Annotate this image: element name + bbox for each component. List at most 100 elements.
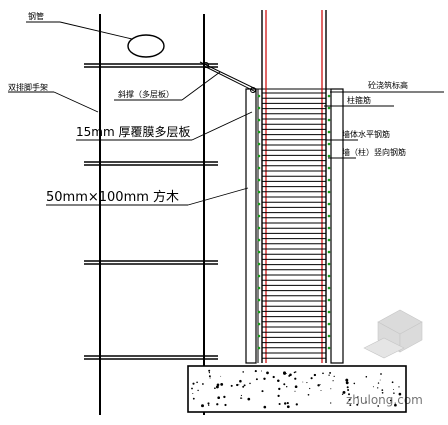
rebar-dot <box>327 322 331 326</box>
aggregate-dot <box>272 375 275 379</box>
steel-pipe-icon <box>127 34 165 58</box>
aggregate-dot <box>286 386 288 388</box>
aggregate-dot <box>255 378 258 381</box>
diagonal-brace <box>199 61 257 93</box>
aggregate-dot <box>261 390 264 393</box>
aggregate-dot <box>346 386 349 389</box>
rebar-dot <box>327 118 331 122</box>
label-wall-vertical-rebar: 墙（柱）竖向钢筋 <box>342 147 406 157</box>
aggregate-dot <box>286 372 288 374</box>
aggregate-dot <box>313 373 317 377</box>
aggregate-dot <box>277 379 280 383</box>
aggregate-dot <box>260 370 262 372</box>
aggregate-dot <box>278 402 281 406</box>
aggregate-dot <box>349 404 352 406</box>
label-pour-elevation: 砼浇筑标高 <box>368 80 408 90</box>
rebar-dot <box>327 106 331 110</box>
aggregate-dot <box>209 377 211 379</box>
rebar-dot <box>327 190 331 194</box>
rebar-dot <box>327 130 331 134</box>
aggregate-dot <box>329 371 332 374</box>
aggregate-dot <box>196 381 198 384</box>
rebar-dot <box>257 322 261 326</box>
aggregate-dot <box>263 405 267 409</box>
aggregate-dot <box>192 392 194 395</box>
concrete-foundation <box>187 365 407 413</box>
aggregate-dot <box>294 390 296 392</box>
rebar-dot <box>257 250 261 254</box>
aggregate-dot <box>284 402 287 405</box>
aggregate-dot <box>214 387 216 390</box>
aggregate-dot <box>278 387 281 391</box>
aggregate-dot <box>379 379 381 381</box>
aggregate-dot <box>345 381 349 385</box>
rebar-dot <box>327 310 331 314</box>
aggregate-dot <box>207 402 210 405</box>
rebar-dot <box>327 334 331 338</box>
aggregate-dot <box>239 379 242 383</box>
aggregate-dot <box>277 394 280 398</box>
aggregate-dot <box>208 372 210 374</box>
rebar-dot <box>257 94 261 98</box>
aggregate-dot <box>286 402 289 405</box>
aggregate-dot <box>236 383 239 387</box>
aggregate-dot <box>293 371 296 374</box>
rebar-dot <box>327 214 331 218</box>
aggregate-dot <box>192 397 195 400</box>
watermark-site: zhulong.com <box>346 393 423 407</box>
label-steel-pipe: 钢管 <box>28 11 44 21</box>
aggregate-dot <box>347 389 350 391</box>
rebar-dot <box>257 346 261 350</box>
formwork <box>245 88 344 364</box>
aggregate-dot <box>283 371 286 375</box>
aggregate-dot <box>215 385 219 389</box>
timber-50x100 <box>245 88 257 364</box>
aggregate-dot <box>342 390 346 394</box>
rebar-dot <box>257 118 261 122</box>
aggregate-dot <box>197 389 199 392</box>
rebar-dot <box>257 202 261 206</box>
aggregate-dot <box>294 371 297 373</box>
rebar-dot <box>327 166 331 170</box>
rebar-dot <box>257 142 261 146</box>
leader-lines <box>8 21 444 206</box>
aggregate-dot <box>216 383 220 387</box>
aggregate-dot <box>320 390 322 391</box>
rebar-dot <box>257 274 261 278</box>
aggregate-dot <box>393 392 395 394</box>
aggregate-dot <box>380 373 382 375</box>
aggregate-dot <box>310 377 313 380</box>
aggregate-dot <box>283 383 286 386</box>
aggregate-dot <box>295 403 298 406</box>
rebar-dot <box>257 178 261 182</box>
aggregate-dot <box>365 376 368 378</box>
aggregate-dot <box>393 389 394 390</box>
aggregate-dot <box>243 384 246 387</box>
label-timber-50x100: 50mm×100mm 方木 <box>46 189 179 205</box>
rebar-dot <box>257 106 261 110</box>
scaffold-transom-4 <box>84 355 218 360</box>
aggregate-dot <box>377 382 380 384</box>
rebar-dot <box>257 226 261 230</box>
aggregate-dot <box>192 382 195 385</box>
rebar-dot <box>257 214 261 218</box>
aggregate-dot <box>191 387 193 390</box>
rebar-dot <box>327 298 331 302</box>
rebar-dot <box>257 190 261 194</box>
aggregate-dot <box>217 396 221 400</box>
aggregate-dot <box>254 370 257 373</box>
aggregate-dot <box>330 402 332 404</box>
aggregate-dot <box>208 375 211 378</box>
rebar-dot <box>257 298 261 302</box>
aggregate-dot <box>394 403 397 407</box>
aggregate-dot <box>341 393 344 395</box>
aggregate-dot <box>220 375 222 377</box>
aggregate-dot <box>347 393 351 396</box>
label-wall-horizontal-rebar: 墙体水平钢筋 <box>342 129 390 139</box>
aggregate-dot <box>357 396 359 398</box>
rebar-dot <box>327 346 331 350</box>
aggregate-dot <box>242 371 244 373</box>
aggregate-dot <box>322 372 324 375</box>
rebar-dot <box>327 142 331 146</box>
